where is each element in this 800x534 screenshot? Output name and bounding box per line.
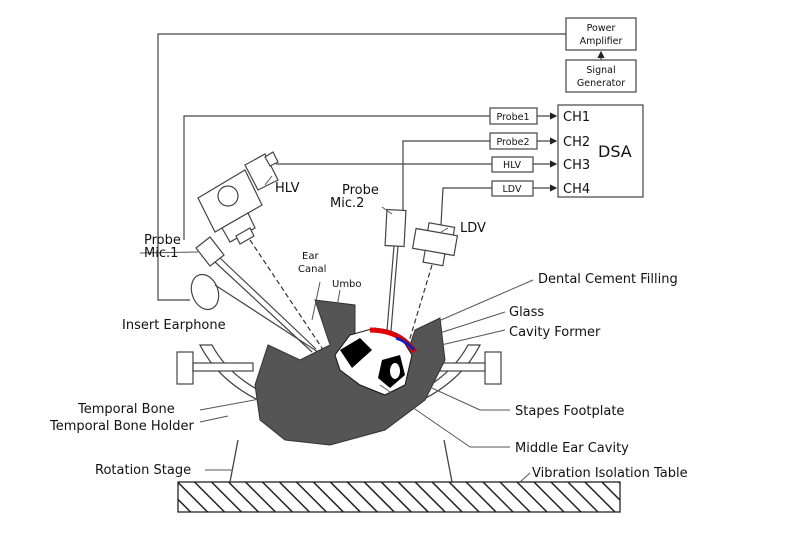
probe-mic2-label-2: Mic.2 — [330, 196, 364, 211]
dental-cement-label: Dental Cement Filling — [538, 272, 678, 287]
holder-knobs — [176, 351, 502, 385]
hlv-label: HLV — [275, 181, 300, 196]
cavity-former-label: Cavity Former — [509, 325, 601, 340]
ch2-label: CH2 — [563, 135, 590, 150]
rotation-stage — [229, 439, 453, 483]
ch4-label: CH4 — [563, 182, 590, 197]
temporal-bone-holder-label: Temporal Bone Holder — [49, 419, 194, 434]
power-amplifier-box — [565, 17, 637, 51]
ldv-box — [491, 180, 534, 197]
ldv-label: LDV — [460, 221, 486, 236]
dsa-label: DSA — [598, 142, 632, 161]
ear-canal-label-2: Canal — [298, 264, 326, 275]
probe-mic1 — [190, 236, 319, 353]
power-amplifier-label: Power — [587, 23, 616, 34]
probe2-wire — [402, 140, 490, 210]
glass-layer — [395, 336, 416, 351]
glass-label: Glass — [509, 305, 544, 320]
stapes-footplate-label: Stapes Footplate — [515, 404, 624, 419]
probe2-box — [489, 132, 538, 150]
signal-generator-label-2: Generator — [577, 78, 625, 89]
vibration-isolation-table — [177, 481, 621, 513]
ch3-label: CH3 — [563, 158, 590, 173]
insert-earphone-label: Insert Earphone — [122, 318, 226, 333]
hlv-camera — [197, 151, 279, 245]
probe1-input-label: Probe1 — [497, 112, 530, 123]
probe1-box — [489, 107, 538, 125]
vibration-isolation-table-label: Vibration Isolation Table — [532, 466, 688, 481]
signal-generator-box — [565, 59, 637, 93]
umbo-label: Umbo — [332, 279, 362, 290]
temporal-bone-label: Temporal Bone — [77, 402, 175, 417]
ldv-input-label: LDV — [503, 184, 522, 195]
probe-mic1-label: Probe — [144, 233, 181, 248]
ldv-head — [411, 222, 459, 267]
middle-ear-cavity-label: Middle Ear Cavity — [515, 441, 629, 456]
hlv-input-label: HLV — [503, 160, 521, 171]
power-amplifier-label-2: Amplifier — [580, 36, 623, 47]
rotation-stage-label: Rotation Stage — [95, 463, 191, 478]
probe2-input-label: Probe2 — [497, 137, 530, 148]
ch1-label: CH1 — [563, 110, 590, 125]
signal-generator-label: Signal — [586, 65, 615, 76]
dsa-box — [557, 104, 644, 198]
hlv-box — [491, 156, 534, 173]
probe-mic2-label: Probe — [342, 183, 379, 198]
ldv-wire — [440, 187, 492, 226]
probe1-wire — [183, 115, 490, 240]
amplifier-to-earphone-wire — [157, 33, 566, 301]
ear-canal-label: Ear — [302, 251, 319, 262]
probe-mic1-label-2: Mic.1 — [144, 246, 178, 261]
